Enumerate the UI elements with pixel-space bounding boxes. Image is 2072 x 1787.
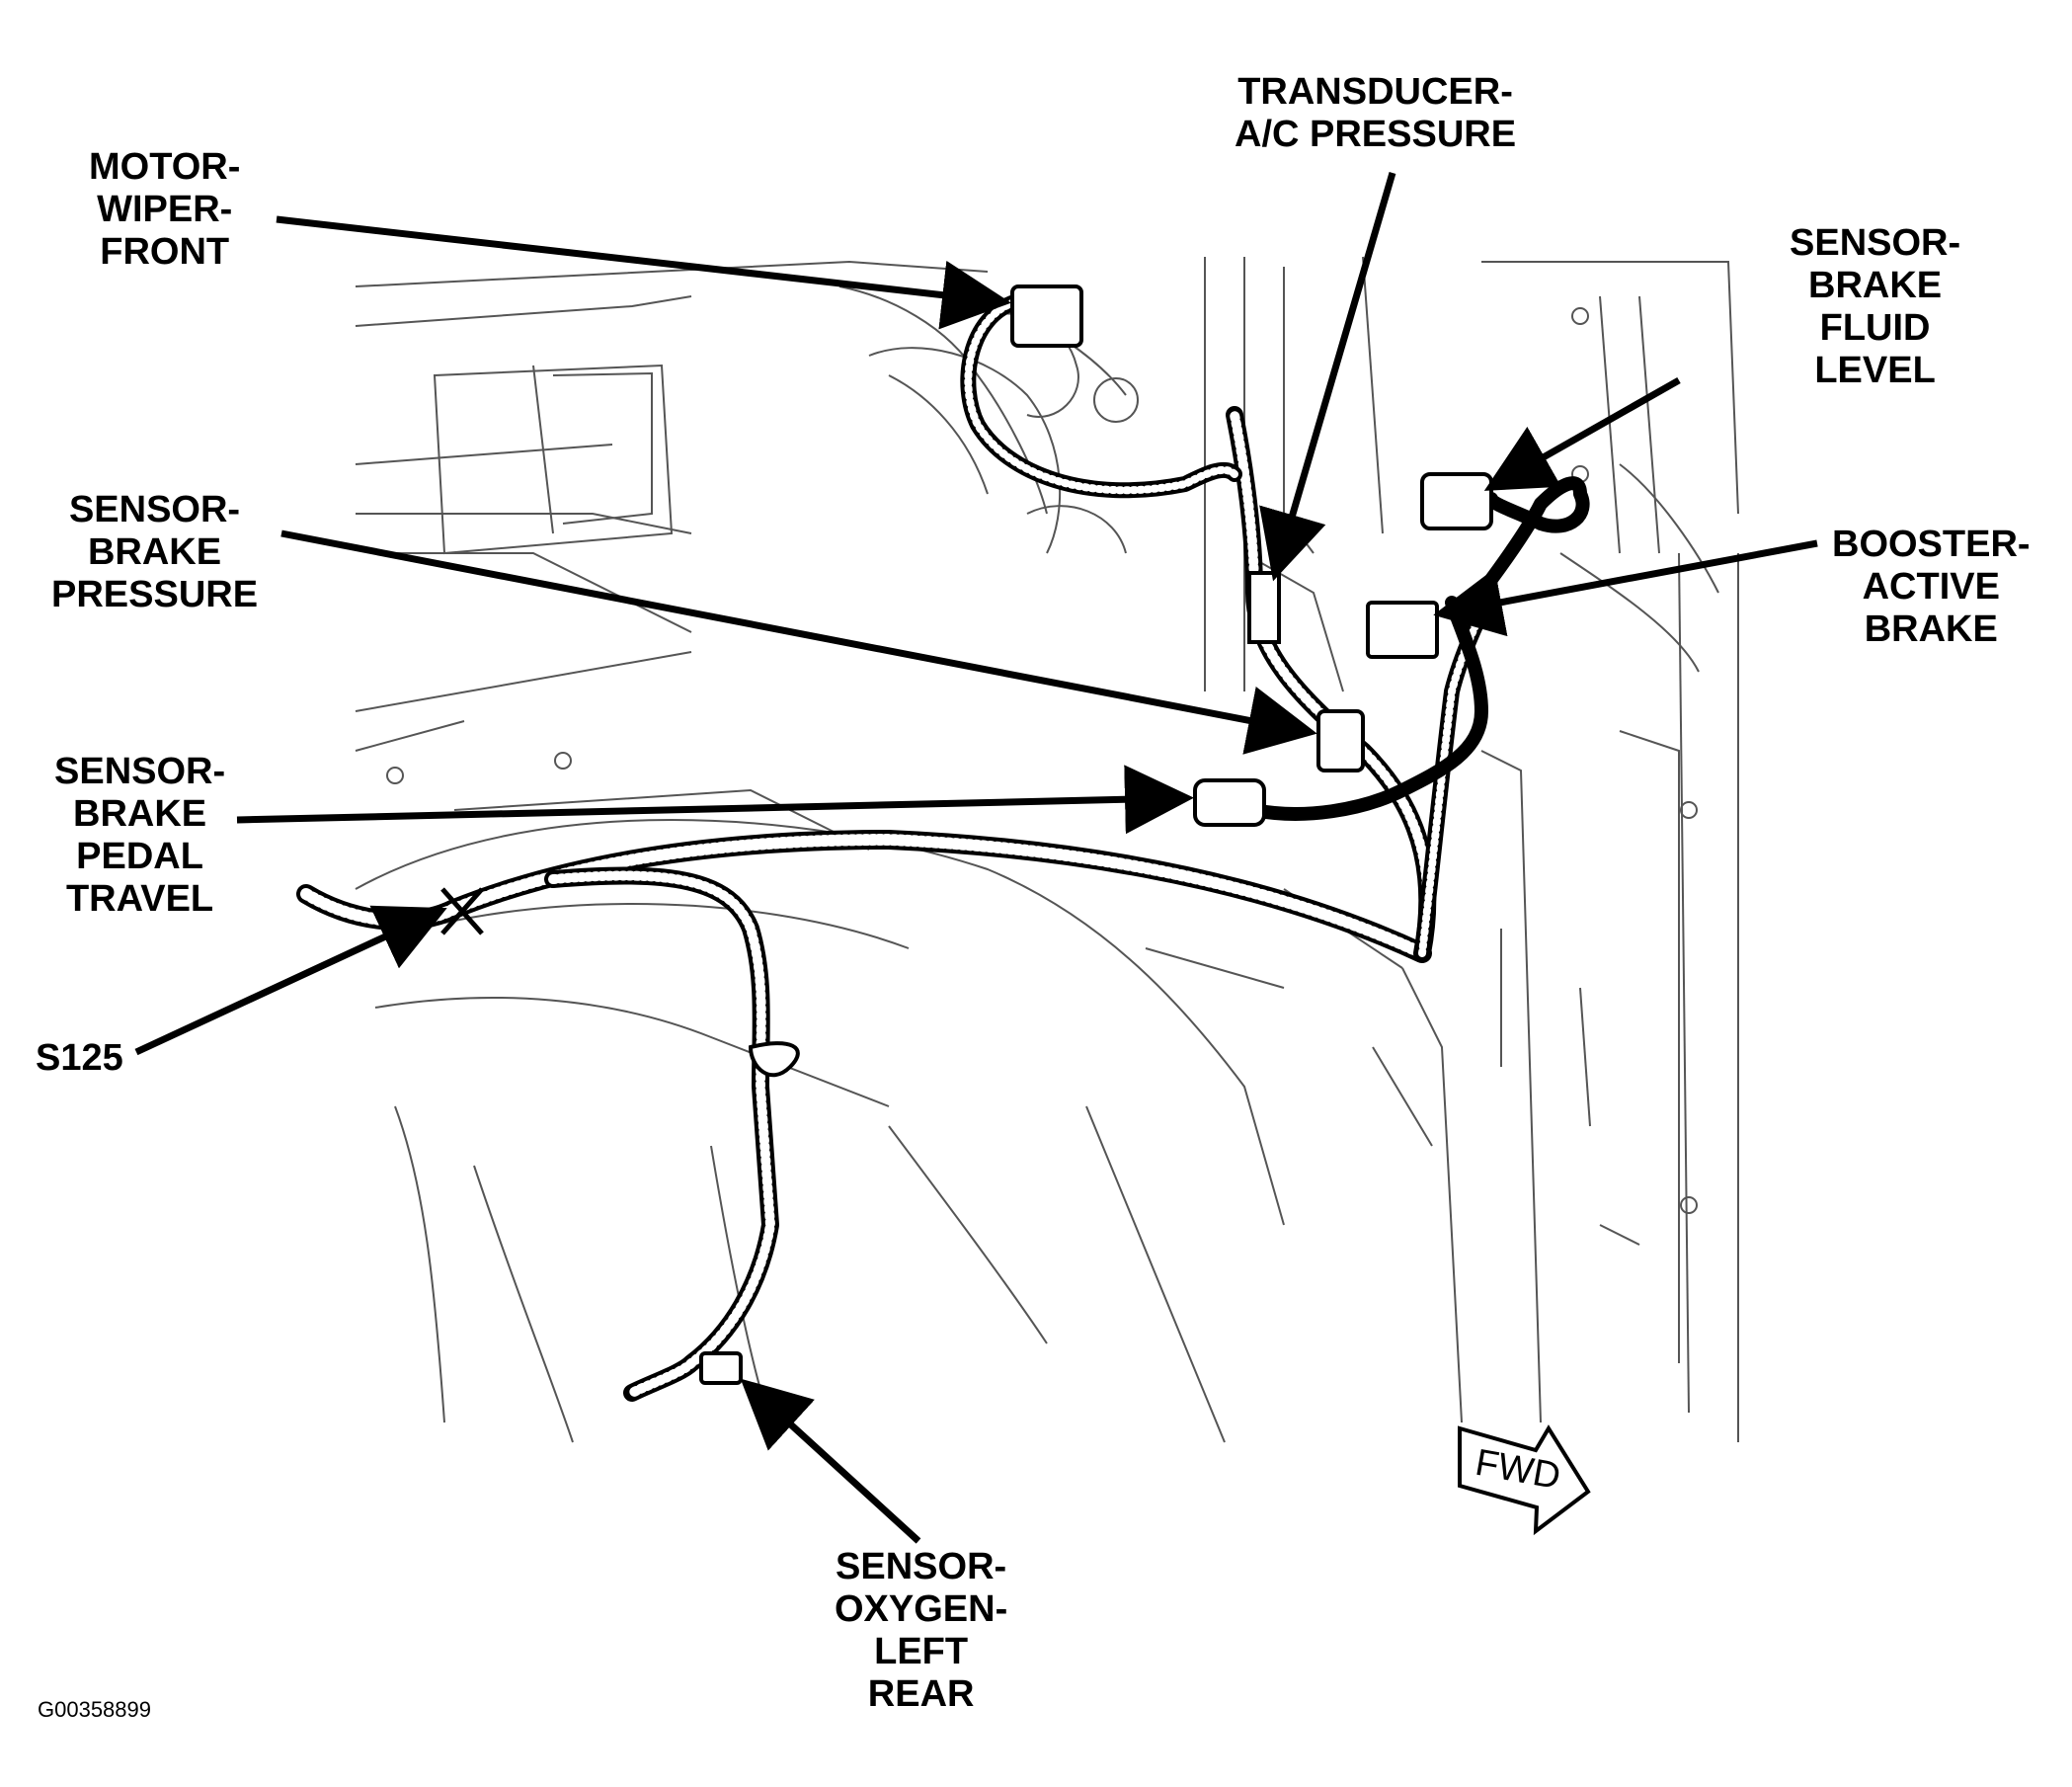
label-sensor-brake-fluid-level: SENSOR- BRAKE FLUID LEVEL <box>1790 222 1961 391</box>
leader-arrows <box>134 172 1818 1544</box>
arrow-transducer-ac-pressure <box>1259 172 1396 582</box>
label-sensor-oxygen-left-rear: SENSOR- OXYGEN- LEFT REAR <box>835 1546 1008 1715</box>
figure-id: G00358899 <box>38 1697 151 1722</box>
connector-booster-active-brake <box>1366 601 1439 659</box>
connector-brake-fluid-level <box>1420 472 1493 530</box>
label-booster-active-brake: BOOSTER- ACTIVE BRAKE <box>1832 524 2031 650</box>
fwd-direction-indicator: FWD <box>1458 1424 1591 1536</box>
arrow-s125 <box>134 905 447 1056</box>
label-s125: S125 <box>36 1037 123 1079</box>
arrow-booster-active-brake <box>1433 539 1818 637</box>
connectors <box>699 284 1493 1385</box>
arrow-sensor-brake-pedal-travel <box>236 765 1194 835</box>
arrow-motor-wiper-front <box>276 215 1011 330</box>
connector-oxygen-left-rear <box>699 1351 743 1385</box>
label-sensor-brake-pressure: SENSOR- BRAKE PRESSURE <box>51 489 259 615</box>
arrow-sensor-oxygen-left-rear <box>740 1378 921 1544</box>
connector-ac-transducer <box>1247 571 1281 644</box>
connector-brake-pressure <box>1316 709 1365 772</box>
harness-clip <box>748 1041 800 1078</box>
label-transducer-ac-pressure: TRANSDUCER- A/C PRESSURE <box>1235 71 1517 155</box>
wiring-harness <box>296 293 1590 1402</box>
s125-splice-mark <box>440 887 484 935</box>
connector-wiper-motor <box>1010 284 1083 348</box>
connector-brake-pedal-travel <box>1193 778 1266 827</box>
arrow-sensor-brake-fluid-level <box>1483 376 1681 491</box>
label-sensor-brake-pedal-travel: SENSOR- BRAKE PEDAL TRAVEL <box>54 751 226 920</box>
arrow-sensor-brake-pressure <box>280 529 1317 755</box>
vehicle-body-outline <box>355 256 1739 1443</box>
label-motor-wiper-front: MOTOR- WIPER- FRONT <box>89 146 241 273</box>
